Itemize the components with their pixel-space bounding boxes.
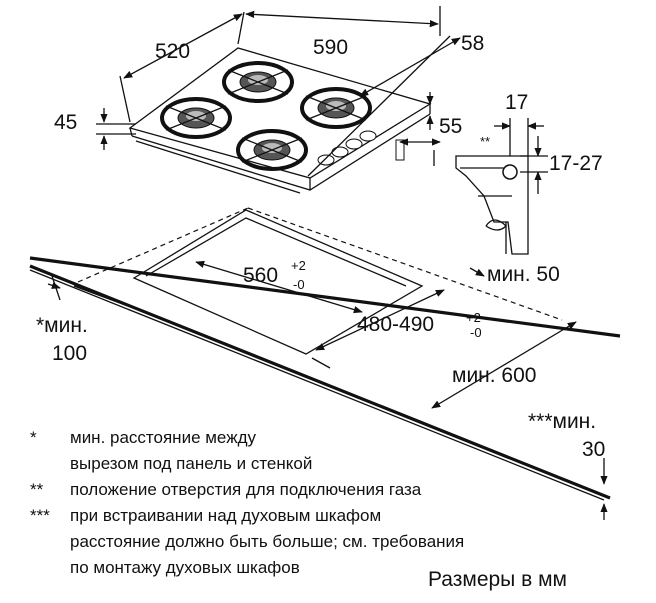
- dim-480-490: 480-490: [357, 313, 434, 336]
- dim-590: 590: [313, 36, 348, 59]
- dim-520: 520: [155, 40, 190, 63]
- dim-min-50: мин. 50: [487, 263, 560, 286]
- dim-17: 17: [505, 91, 528, 114]
- dim-480-490-tol-minus: -0: [470, 325, 482, 340]
- hob: [128, 47, 432, 194]
- footnote-mark: **: [30, 480, 44, 499]
- units-caption: Размеры в мм: [428, 568, 567, 591]
- dim-58: 58: [461, 32, 484, 55]
- footnote-text: по монтажу духовых шкафов: [70, 558, 300, 577]
- gas-marker: **: [480, 134, 490, 149]
- worktop-dimensions: [47, 260, 608, 520]
- footnote-mark: ***: [30, 506, 50, 525]
- burner-right: [300, 87, 372, 129]
- dim-480-490-tol-plus: +2: [466, 310, 481, 325]
- dim-17-27: 17-27: [549, 152, 603, 175]
- dim-560-tol-minus: -0: [293, 277, 305, 292]
- footnote-text: при встраивании над духовым шкафом: [70, 506, 382, 525]
- burner-front: [236, 129, 308, 171]
- dim-560: 560: [243, 264, 278, 287]
- burner-left: [160, 97, 232, 139]
- footnote-text: вырезом под панель и стенкой: [70, 454, 313, 473]
- dim-min-100-label: *мин.: [36, 314, 88, 337]
- control-knobs: [317, 130, 377, 166]
- dim-min-30-label: ***мин.: [528, 410, 596, 433]
- dim-min-100-value: 100: [52, 342, 87, 365]
- footnote-text: расстояние должно быть больше; см. требо…: [70, 532, 465, 551]
- side-profile: [455, 118, 548, 255]
- dim-min-30-value: 30: [582, 438, 605, 461]
- burner-back-left: [222, 61, 294, 103]
- footnote-text: положение отверстия для подключения газа: [70, 480, 422, 499]
- dim-55: 55: [439, 115, 462, 138]
- dim-560-tol-plus: +2: [291, 258, 306, 273]
- dim-min-600: мин. 600: [452, 364, 536, 387]
- footnote-text: мин. расстояние между: [70, 428, 256, 447]
- dim-45: 45: [54, 111, 77, 134]
- footnote-mark: *: [30, 428, 37, 447]
- hob-dimensions: [96, 6, 461, 177]
